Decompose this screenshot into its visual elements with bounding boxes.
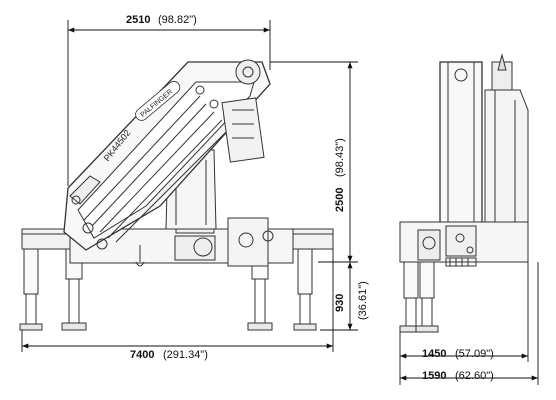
leg-height-in: (36.61") <box>357 281 369 320</box>
overall-width-mm: 1590 <box>422 370 446 382</box>
width-top-in: (98.82") <box>158 14 197 26</box>
base-width-in: (57.09") <box>455 348 494 360</box>
boom-package <box>63 59 271 267</box>
side-dimension-labels: 2510 (98.82") 2500 (98.43") 930 (36.61")… <box>126 14 369 361</box>
front-view <box>399 53 529 333</box>
height-mm: 2500 <box>334 188 346 212</box>
base-width-mm: 1450 <box>422 348 446 360</box>
leg-height-mm: 930 <box>334 294 346 312</box>
front-dimensions <box>399 262 539 385</box>
spread-mm: 7400 <box>130 349 154 361</box>
height-in: (98.43") <box>334 138 346 177</box>
width-top-mm: 2510 <box>126 14 150 26</box>
overall-width-in: (62.60") <box>455 370 494 382</box>
side-view: PK44502 PALFINGER <box>19 59 334 331</box>
spread-in: (291.34") <box>163 349 208 361</box>
side-dimensions <box>21 20 358 352</box>
front-dimension-labels: 1450 (57.09") 1590 (62.60") <box>422 348 494 382</box>
